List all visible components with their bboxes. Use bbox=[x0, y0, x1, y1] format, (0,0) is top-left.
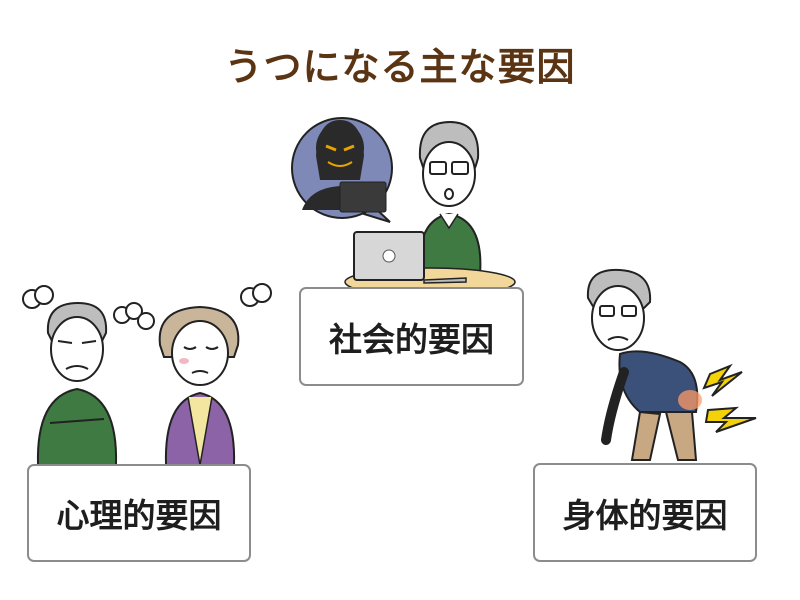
page-title: うつになる主な要因 bbox=[224, 45, 576, 89]
pain-bolt-icon bbox=[702, 363, 757, 433]
online-scammer-icon bbox=[291, 117, 393, 223]
elderly-woman-figure bbox=[158, 305, 240, 466]
anger-steam-icon bbox=[22, 283, 272, 330]
psychological-illustration bbox=[22, 283, 272, 466]
elderly-man-figure bbox=[418, 120, 482, 276]
laptop-icon bbox=[353, 231, 467, 284]
elderly-man-figure bbox=[586, 268, 702, 461]
physical-illustration bbox=[586, 268, 757, 461]
elderly-man-figure bbox=[36, 301, 118, 466]
social-illustration bbox=[291, 117, 516, 297]
psychological-factor-label: 心理的要因 bbox=[27, 464, 251, 562]
social-factor-label: 社会的要因 bbox=[299, 287, 524, 386]
physical-factor-label: 身体的要因 bbox=[533, 463, 757, 562]
